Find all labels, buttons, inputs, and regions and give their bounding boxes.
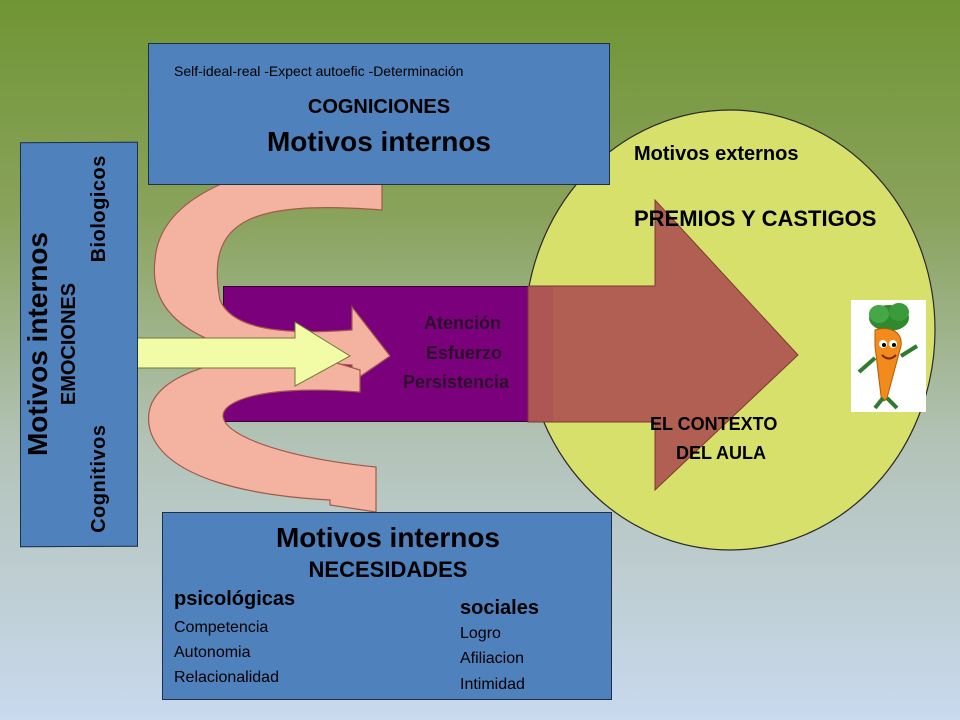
circle-title: Motivos externos — [634, 143, 799, 165]
social-need-item: Afiliacion — [460, 650, 525, 667]
center-persistence: Persistencia — [403, 372, 510, 392]
social-need-item: Intimidad — [460, 676, 525, 693]
top-box-subheading: Self-ideal-real -Expect autoefic -Determ… — [174, 63, 464, 79]
top-box-title: Motivos internos — [266, 126, 491, 157]
top-box-heading: COGNICIONES — [307, 96, 451, 118]
small-emotion-arrow — [125, 321, 351, 387]
lower-curved-arrow — [148, 351, 377, 513]
big-context-arrow — [527, 198, 799, 492]
bottom-box: Motivos internos NECESIDADES psicológica… — [162, 512, 612, 700]
left-box-words: Cognitivos Biologicos — [88, 154, 111, 534]
left-box-title: Motivos internos — [22, 232, 53, 457]
left-box-word-biological: Biologicos — [88, 155, 110, 263]
left-box-word-cognitive: Cognitivos — [88, 424, 110, 533]
top-box: Self-ideal-real -Expect autoefic -Determ… — [148, 43, 610, 185]
left-box-subtitle: EMOCIONES — [58, 282, 80, 406]
psych-need-item: Relacionalidad — [174, 669, 279, 686]
psych-need-item: Competencia — [174, 619, 269, 636]
psych-needs-title: psicológicas — [174, 588, 296, 610]
social-needs-title: sociales — [460, 597, 539, 619]
carrot-mascot-icon — [851, 300, 926, 412]
center-attention: Atención — [424, 313, 502, 333]
center-effort: Esfuerzo — [426, 343, 503, 363]
circle-subtitle: PREMIOS Y CASTIGOS — [634, 206, 877, 231]
upper-curved-arrow — [153, 149, 391, 384]
circle-context-line1: EL CONTEXTO — [650, 414, 778, 434]
social-need-item: Logro — [460, 625, 501, 642]
circle-context-line2: DEL AULA — [676, 443, 766, 463]
bottom-box-title: Motivos internos — [275, 522, 500, 553]
psych-need-item: Autonomia — [174, 644, 251, 661]
bottom-box-heading: NECESIDADES — [308, 557, 468, 582]
